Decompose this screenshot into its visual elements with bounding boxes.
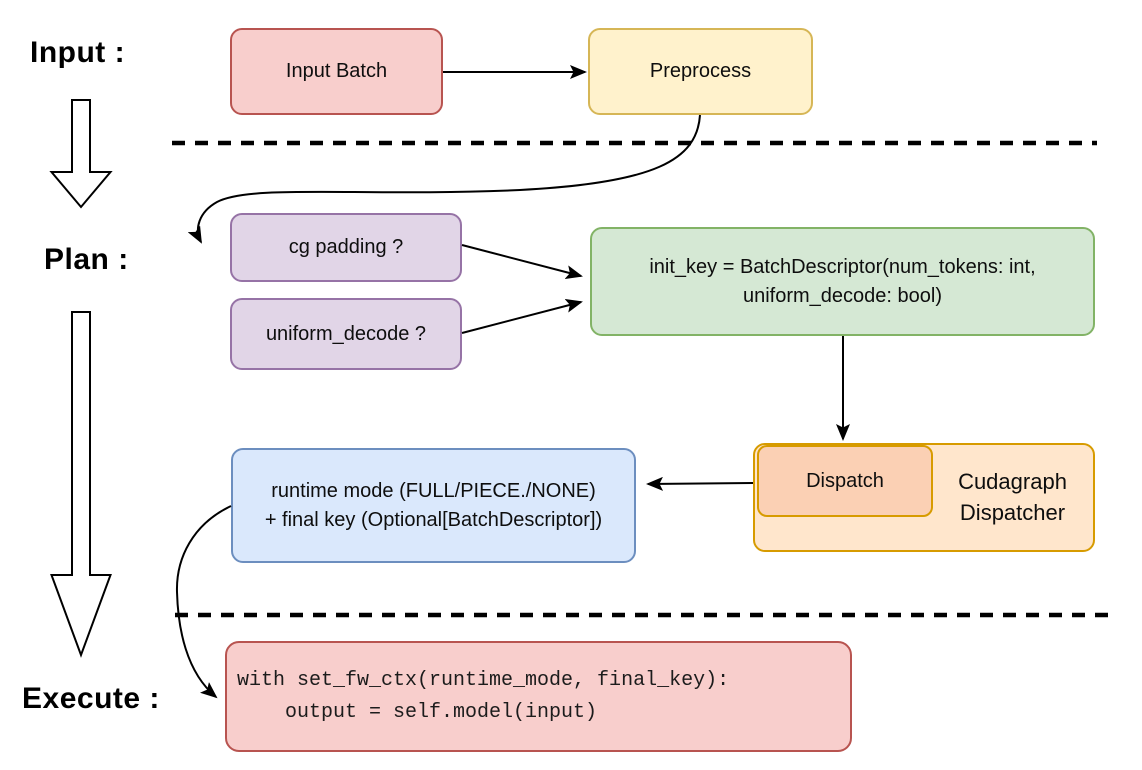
section-label-execute: Execute : <box>22 682 160 715</box>
node-uniform-decode-label: uniform_decode ? <box>265 322 427 345</box>
section-label-plan: Plan : <box>44 243 129 276</box>
node-runtime-mode: runtime mode (FULL/PIECE./NONE) + final … <box>231 448 636 563</box>
node-input-batch-label: Input Batch <box>285 60 388 82</box>
node-uniform-decode: uniform_decode ? <box>230 298 462 370</box>
down-arrow-input-to-plan-icon <box>49 99 113 209</box>
execute-code-text: with set_fw_ctx(runtime_mode, final_key)… <box>237 668 730 724</box>
node-init-key-label: init_key = BatchDescriptor(num_tokens: i… <box>649 255 1036 307</box>
arrow-cg-padding-to-init-key <box>461 244 583 279</box>
node-runtime-mode-label: runtime mode (FULL/PIECE./NONE) + final … <box>264 479 603 531</box>
node-dispatch: Dispatch <box>757 445 933 517</box>
down-arrow-plan-to-execute-icon <box>50 311 112 658</box>
node-init-key: init_key = BatchDescriptor(num_tokens: i… <box>590 227 1095 336</box>
node-preprocess: Preprocess <box>588 28 813 115</box>
node-cudagraph-dispatcher-label: Cudagraph Dispatcher <box>958 468 1067 525</box>
node-cg-padding: cg padding ? <box>230 213 462 282</box>
node-input-batch: Input Batch <box>230 28 443 115</box>
node-cg-padding-label: cg padding ? <box>288 236 404 258</box>
node-dispatch-label: Dispatch <box>806 469 884 492</box>
curve-runtime-mode-to-execute-code <box>175 505 232 699</box>
section-label-input: Input : <box>30 36 126 69</box>
arrow-dispatch-to-runtime-mode <box>646 476 754 491</box>
node-execute-code: with set_fw_ctx(runtime_mode, final_key)… <box>225 641 852 752</box>
node-preprocess-label: Preprocess <box>649 60 752 82</box>
arrow-uniform-decode-to-init-key <box>461 299 583 334</box>
